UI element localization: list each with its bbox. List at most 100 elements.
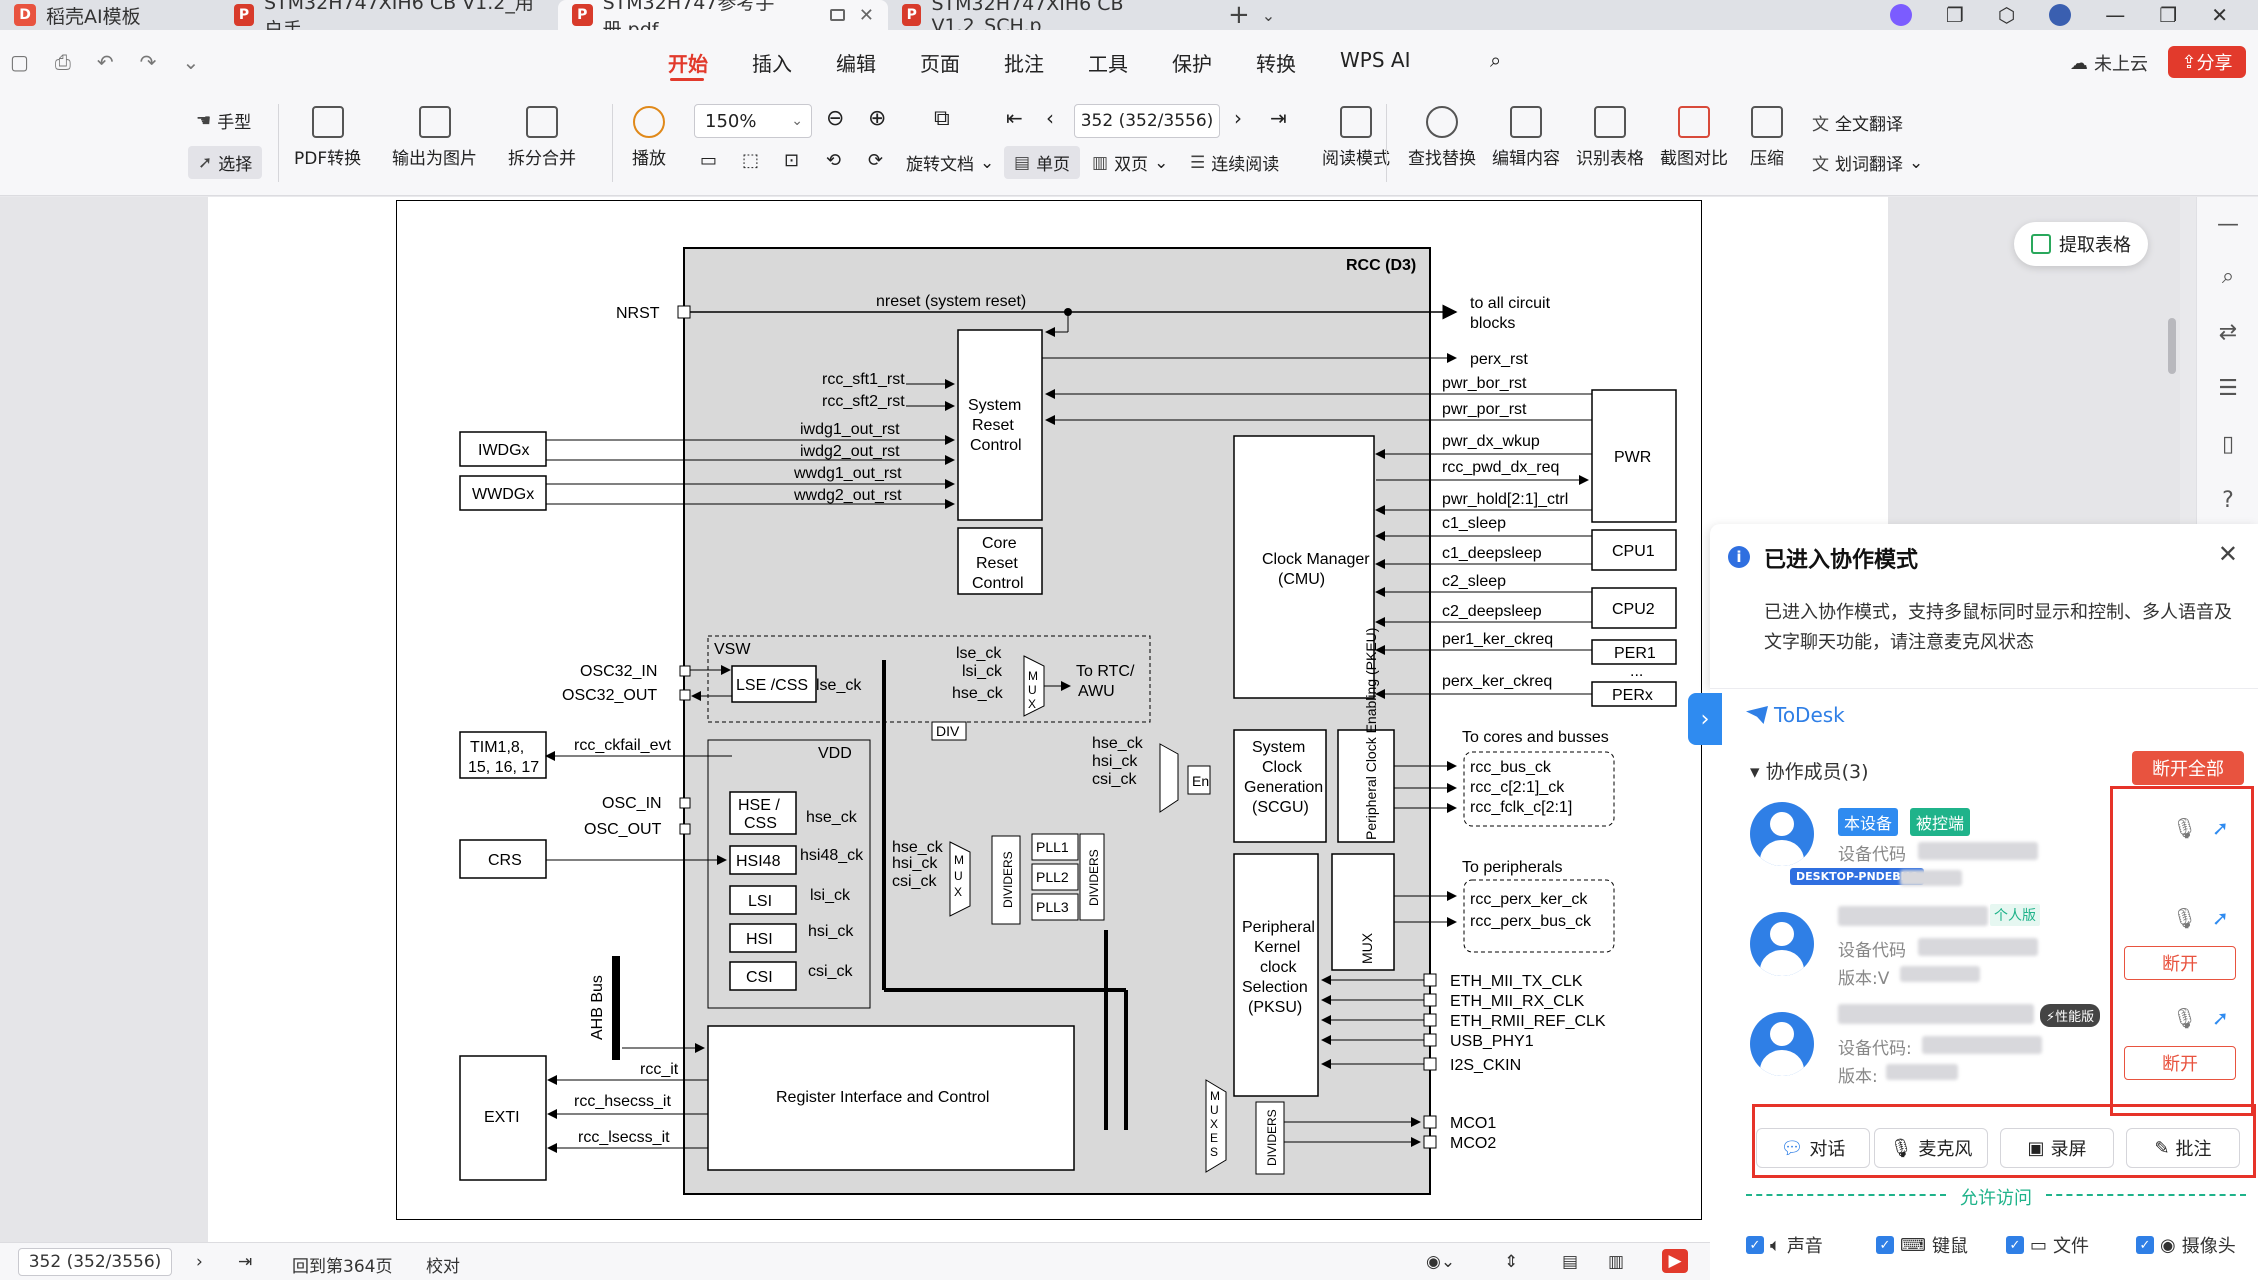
search-icon[interactable]: ⌕ [1490,48,1502,72]
maximize-icon[interactable]: ❐ [2159,3,2178,27]
tab-list-chevron-icon[interactable]: ⌄ [1261,5,1276,25]
menu-annotate[interactable]: 批注 [1004,52,1044,76]
menu-convert[interactable]: 转换 [1256,52,1296,76]
menu-edit[interactable]: 编辑 [836,52,876,76]
new-tab-icon[interactable]: + [1228,0,1250,30]
vertical-scrollbar[interactable] [2166,208,2178,1238]
panel-toggle-chevron-icon[interactable]: › [1688,693,1722,745]
zoom-in-icon[interactable]: ⊕ [868,106,887,131]
perm-sound[interactable]: ✓🔈︎声音 [1746,1232,1823,1258]
minimize-icon[interactable]: — [2105,3,2126,27]
page-nav-icon[interactable]: ⧉ [934,106,950,131]
disconnect-button[interactable]: 断开 [2124,1046,2236,1080]
edit-content-button[interactable]: 编辑内容 [1492,106,1560,169]
disconnect-all-button[interactable]: 断开全部 [2132,751,2244,785]
next-page-icon[interactable]: › [196,1252,203,1272]
tab-schematic[interactable]: P STM32H747XIH6 CB V1.2_SCH.p [888,0,1218,37]
close-icon[interactable]: ✕ [2217,540,2238,568]
close-tab-icon[interactable]: ✕ [858,4,874,26]
menu-insert[interactable]: 插入 [752,52,792,76]
tab-reference-manual[interactable]: P STM32H747参考手册.pdf ✕ [558,0,888,41]
status-page-input[interactable]: 352 (352/3556) [18,1248,172,1276]
read-mode-button[interactable]: 阅读模式 [1322,106,1390,169]
fit-width-icon[interactable]: ▭ [700,150,718,171]
translate-icon[interactable]: ⇄ [2218,319,2238,345]
single-page-button[interactable]: ▤单页 [1004,146,1081,179]
rotate-right-icon[interactable]: ⟳ [868,150,884,171]
screenshot-compare-button[interactable]: 截图对比 [1660,106,1728,169]
pdf-convert-button[interactable]: PDF转换 [294,106,361,169]
word-translate-button[interactable]: ⽂划词翻译⌄ [1812,150,1923,176]
back-to-page-link[interactable]: 回到第364页 [292,1257,393,1277]
split-merge-button[interactable]: 拆分合并 [508,106,576,169]
mic-muted-icon[interactable]: 🎙︎ [2172,906,2198,930]
double-page-button[interactable]: ▥双页⌄ [1092,152,1169,176]
eye-icon[interactable]: ◉⌄ [1426,1252,1456,1272]
double-view-icon[interactable]: ▥ [1608,1252,1625,1272]
next-page-icon[interactable]: › [1234,106,1242,130]
cursor-icon[interactable]: ➚ [2212,816,2229,840]
perm-keyboard-mouse[interactable]: ✓⌨键鼠 [1876,1232,1968,1258]
disconnect-button[interactable]: 断开 [2124,946,2236,980]
continuous-read-button[interactable]: ☰连续阅读 [1190,152,1280,176]
perm-file[interactable]: ✓▭文件 [2006,1232,2089,1258]
share-button[interactable]: ⇪分享 [2168,46,2246,78]
rotate-doc-button[interactable]: 旋转文档⌄ [906,152,995,176]
cube-icon[interactable]: ⬡ [1997,3,2016,27]
compress-button[interactable]: 压缩 [1750,106,1784,169]
first-page-icon[interactable]: ⇤ [1006,106,1023,130]
export-image-button[interactable]: 输出为图片 [392,106,477,169]
hand-tool-button[interactable]: ☚手型 [196,110,252,134]
fit-page-icon[interactable]: ⬚ [742,150,760,171]
fit-icon[interactable]: ⇕ [1504,1252,1519,1272]
collapse-icon[interactable]: — [2217,211,2239,237]
menu-tools[interactable]: 工具 [1088,52,1128,76]
members-header[interactable]: ▾ 协作成员(3) [1750,761,1869,783]
last-page-icon[interactable]: ⇥ [1270,106,1287,130]
ai-assistant-icon[interactable] [1889,4,1912,26]
play-icon[interactable]: ▶ [1662,1249,1688,1273]
settings-sliders-icon[interactable]: ☰ [2218,375,2238,401]
record-screen-button[interactable]: ▣录屏 [2000,1128,2114,1168]
monitor-icon[interactable] [829,9,845,21]
more-chevron-icon[interactable]: ⌄ [182,50,200,74]
scrollbar-thumb[interactable] [2168,318,2176,374]
close-window-icon[interactable]: ✕ [2211,3,2228,27]
cloud-status[interactable]: ☁未上云 [2070,52,2148,76]
tab-docer-template[interactable]: D 稻壳AI模板 [0,0,220,30]
save-icon[interactable]: ▢ [10,50,29,74]
perm-camera[interactable]: ✓◉摄像头 [2136,1232,2236,1258]
actual-size-icon[interactable]: ⊡ [784,150,800,171]
annotate-button[interactable]: ✎批注 [2126,1128,2240,1168]
find-replace-button[interactable]: 查找替换 [1408,106,1476,169]
help-icon[interactable]: ? [2222,487,2234,513]
window-layout-icon[interactable]: ❐ [1945,3,1964,27]
print-icon[interactable]: ⎙ [54,50,71,74]
tab-user-manual[interactable]: P STM32H747XIH6 CB V1.2_用户手 [220,0,558,41]
select-tool-button[interactable]: ➚选择 [188,146,263,179]
menu-start[interactable]: 开始 [668,48,752,81]
menu-wps-ai[interactable]: WPS AI [1340,48,1411,72]
zoom-out-icon[interactable]: ⊖ [826,106,845,131]
cursor-icon[interactable]: ➚ [2212,1006,2229,1030]
proofread-button[interactable]: 校对 [426,1257,460,1277]
user-avatar-icon[interactable] [2049,4,2072,26]
last-page-icon[interactable]: ⇥ [238,1252,253,1272]
menu-protect[interactable]: 保护 [1172,52,1212,76]
cursor-icon[interactable]: ➚ [2212,906,2229,930]
mic-muted-icon[interactable]: 🎙︎ [2172,1006,2198,1030]
page-number-input[interactable]: 352 (352/3556) [1074,104,1220,138]
rotate-left-icon[interactable]: ⟲ [826,150,842,171]
mic-muted-icon[interactable]: 🎙︎ [2172,816,2198,840]
full-translate-button[interactable]: ⽂全文翻译 [1812,110,1903,135]
zoom-select[interactable]: 150%⌄ [694,104,812,138]
bookmark-icon[interactable]: ▯ [2221,431,2235,457]
search-icon[interactable]: ⌕ [2221,263,2235,289]
recognize-table-button[interactable]: 识别表格 [1576,106,1644,169]
extract-table-button[interactable]: 提取表格 [2014,222,2148,266]
chat-button[interactable]: 💬︎对话 [1756,1128,1870,1168]
single-view-icon[interactable]: ▤ [1562,1252,1579,1272]
prev-page-icon[interactable]: ‹ [1046,106,1054,130]
menu-page[interactable]: 页面 [920,52,960,76]
play-button[interactable]: 播放 [632,106,666,169]
